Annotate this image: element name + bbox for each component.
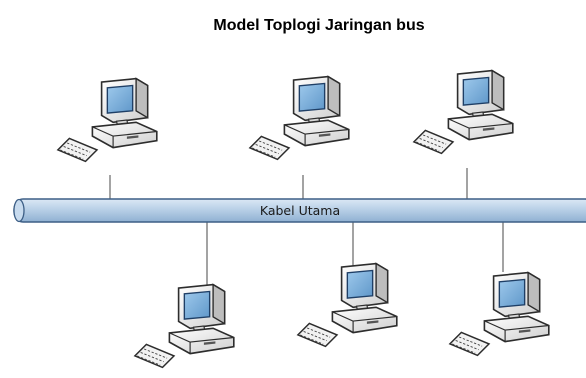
computer-top-1 (57, 77, 158, 163)
computer-bottom-1 (134, 283, 235, 369)
computer-icon (413, 69, 514, 155)
computer-icon (57, 77, 158, 163)
computer-bottom-2 (297, 262, 398, 348)
computer-icon (134, 283, 235, 369)
computer-top-2 (249, 75, 350, 161)
diagram-title: Model Toplogi Jaringan bus (213, 17, 425, 34)
computer-bottom-3 (449, 271, 550, 357)
computer-top-3 (413, 69, 514, 155)
computer-icon (249, 75, 350, 161)
bus-cable: Kabel Utama (13, 198, 586, 223)
bus-label: Kabel Utama (260, 203, 340, 218)
computer-icon (297, 262, 398, 348)
computer-icon (449, 271, 550, 357)
